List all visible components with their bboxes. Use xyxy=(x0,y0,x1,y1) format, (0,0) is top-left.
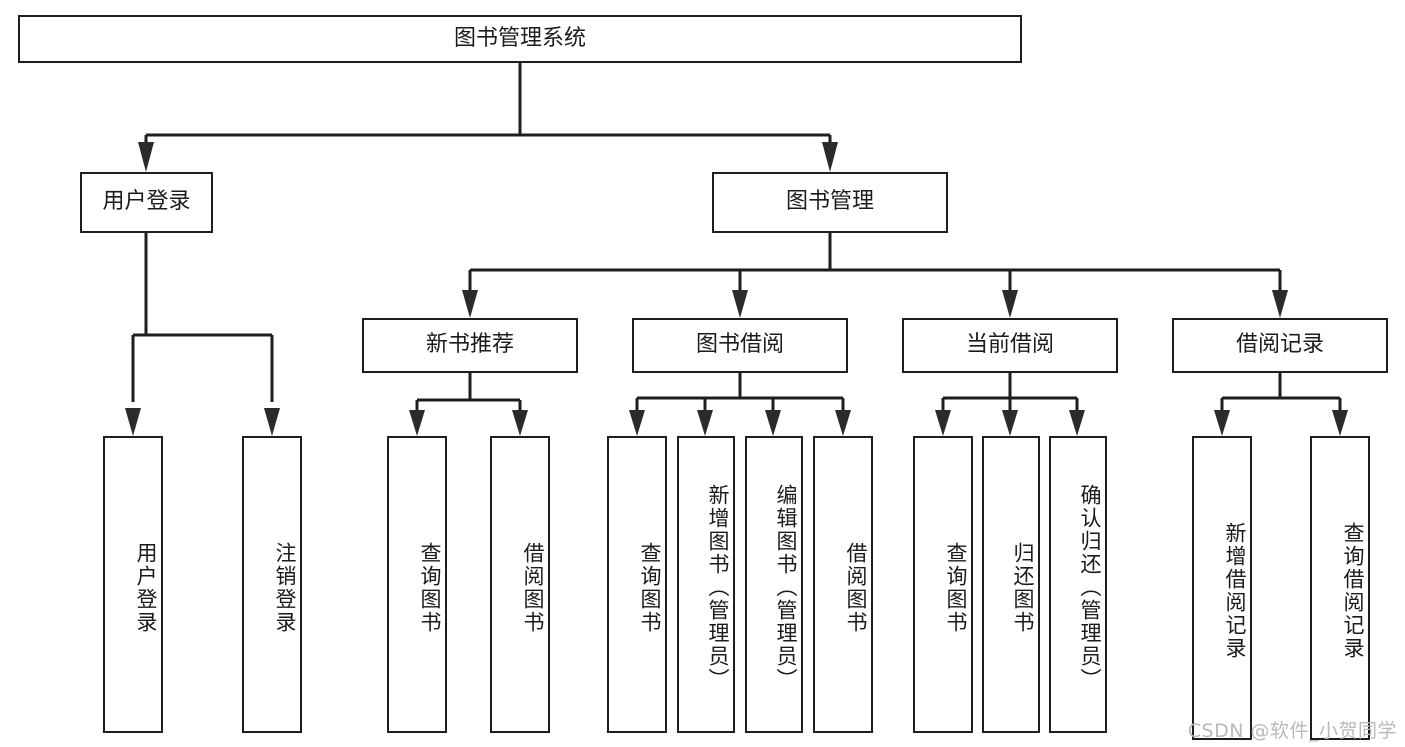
leaf-logout[interactable]: 注销登录 xyxy=(242,436,302,733)
node-current-borrow[interactable]: 当前借阅 xyxy=(902,318,1118,373)
leaf-borrow-book[interactable]: 借阅图书 xyxy=(813,436,873,733)
node-label: 查询图书 xyxy=(418,541,442,634)
node-label: 借阅记录 xyxy=(1235,332,1324,358)
leaf-edit-book-admin[interactable]: 编辑图书（管理员） xyxy=(745,436,803,733)
node-label: 查询图书 xyxy=(638,541,662,634)
node-label: 当前借阅 xyxy=(965,332,1054,358)
leaf-query-book-borrow[interactable]: 查询图书 xyxy=(607,436,667,733)
node-label: 借阅图书 xyxy=(844,541,868,634)
node-book-borrow[interactable]: 图书借阅 xyxy=(632,318,848,373)
leaf-borrow-book-recommend[interactable]: 借阅图书 xyxy=(490,436,550,733)
node-label: 新增借阅记录 xyxy=(1223,522,1247,660)
node-label: 确认归还（管理员） xyxy=(1078,484,1102,691)
node-user-login[interactable]: 用户登录 xyxy=(80,172,213,233)
node-new-book-recommend[interactable]: 新书推荐 xyxy=(362,318,578,373)
leaf-user-login[interactable]: 用户登录 xyxy=(103,436,163,733)
node-label: 借阅图书 xyxy=(521,541,545,634)
node-label: 用户登录 xyxy=(134,541,158,634)
leaf-add-book-admin[interactable]: 新增图书（管理员） xyxy=(677,436,735,733)
node-label: 编辑图书（管理员） xyxy=(774,484,798,691)
node-borrow-records[interactable]: 借阅记录 xyxy=(1172,318,1388,373)
leaf-confirm-return-admin[interactable]: 确认归还（管理员） xyxy=(1049,436,1107,733)
leaf-query-book-current[interactable]: 查询图书 xyxy=(913,436,973,733)
node-label: 用户登录 xyxy=(102,189,191,215)
node-label: 查询借阅记录 xyxy=(1341,522,1365,660)
node-label: 图书管理系统 xyxy=(453,25,586,51)
leaf-add-borrow-record[interactable]: 新增借阅记录 xyxy=(1192,436,1252,740)
node-root-system[interactable]: 图书管理系统 xyxy=(18,15,1022,63)
node-label: 注销登录 xyxy=(273,541,297,634)
node-label: 图书借阅 xyxy=(695,332,784,358)
node-label: 查询图书 xyxy=(944,541,968,634)
node-label: 归还图书 xyxy=(1011,541,1035,634)
node-label: 图书管理 xyxy=(785,189,874,215)
leaf-query-borrow-record[interactable]: 查询借阅记录 xyxy=(1310,436,1370,740)
node-book-management[interactable]: 图书管理 xyxy=(712,172,948,233)
node-label: 新书推荐 xyxy=(425,332,514,358)
leaf-query-book-recommend[interactable]: 查询图书 xyxy=(387,436,447,733)
leaf-return-book[interactable]: 归还图书 xyxy=(982,436,1040,733)
node-label: 新增图书（管理员） xyxy=(706,484,730,691)
